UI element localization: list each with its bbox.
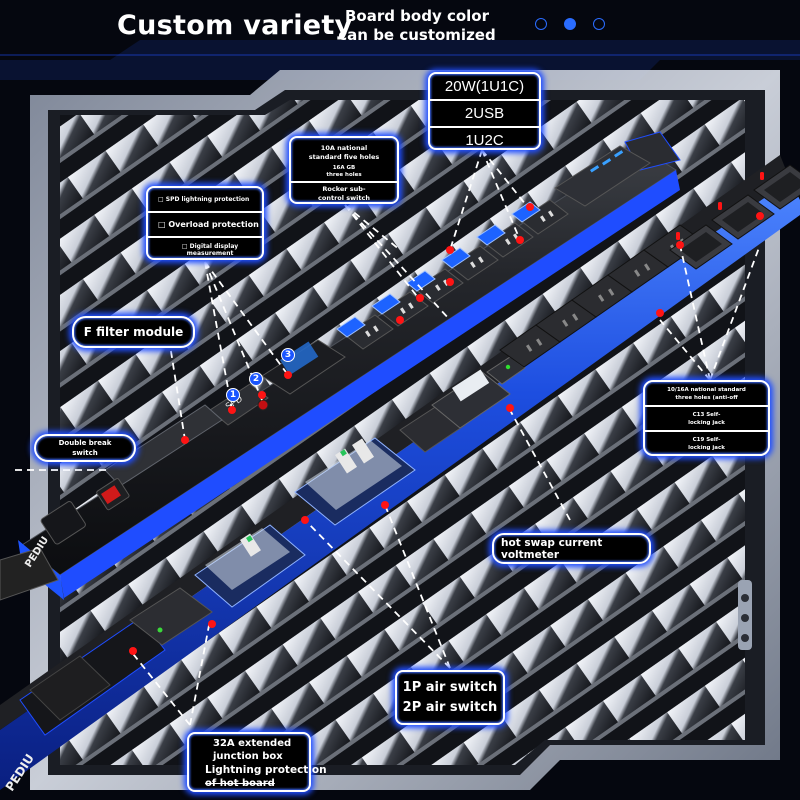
callout-hot-swap-voltmeter: hot swap current voltmeter [492, 533, 651, 564]
outlet [441, 245, 499, 281]
iec-jack-socket [680, 232, 722, 262]
iec-jack [753, 164, 800, 210]
marker-1: 1 [226, 388, 240, 402]
subtitle-line-1: Board body color [344, 7, 490, 25]
spec-row: 20W(1U1C) [430, 74, 539, 101]
carousel-dot-2-active[interactable] [564, 18, 576, 30]
outlet-hole [365, 330, 371, 338]
outlet [371, 291, 429, 327]
red-lock-pin [676, 232, 680, 240]
rocker-line: control switch [318, 194, 370, 202]
c19-row: C19 Self- locking jack [645, 432, 768, 455]
junction-line: junction box [213, 751, 283, 762]
socket-line: 10A national [320, 143, 368, 152]
iec-jack [711, 194, 775, 240]
callout-filter-module: F filter module [72, 316, 195, 348]
outlet-hole [562, 319, 569, 327]
red-lock-pin [718, 202, 722, 210]
outlet-hole [469, 261, 476, 269]
carousel-dots [535, 18, 605, 30]
iec-jack-socket [764, 172, 800, 202]
hot-swap-line: hot swap current [501, 536, 603, 549]
rocker-switch [406, 270, 436, 292]
marker-2: 2 [249, 372, 263, 386]
outlet-hole [477, 256, 484, 264]
outlet [476, 222, 534, 258]
carousel-dot-1[interactable] [535, 18, 547, 30]
rocker-line: Rocker sub- [322, 185, 366, 193]
page-title: Custom variety [117, 10, 353, 41]
outlet-hole [408, 302, 414, 310]
carousel-dot-3[interactable] [593, 18, 605, 30]
socket-line: three holes [326, 171, 362, 178]
callout-c13-c19: 10/16A national standard three holes (an… [643, 380, 770, 456]
air-switch-line: 1P air switch [402, 679, 498, 695]
red-markers [129, 203, 764, 655]
c19-line: C19 Self- [692, 436, 721, 443]
protection-row: □ SPD lightning protection [148, 188, 262, 213]
outlet-hole [572, 313, 579, 321]
callout-air-switch: 1P air switch 2P air switch [395, 670, 505, 725]
protection-row: □ Digital display measurement [181, 242, 239, 257]
hot-swap-line: voltmeter [501, 548, 560, 561]
rocker-switch [476, 224, 506, 246]
outlet-body [379, 291, 429, 327]
outlet [336, 314, 394, 350]
spec-row: 1U2C [465, 132, 504, 149]
outlet-hole [504, 238, 511, 246]
c13-line: 10/16A national standard [667, 386, 746, 393]
spec-row: 2USB [430, 101, 539, 128]
red-lock-pin [760, 172, 764, 180]
outlet-body [484, 222, 534, 258]
callout-usb-spec: 20W(1U1C) 2USB 1U2C [428, 72, 541, 150]
outlet-body [344, 314, 394, 350]
air-switch-line: 2P air switch [402, 699, 498, 715]
iec-jack [669, 224, 733, 270]
iec-jack-socket [722, 202, 764, 232]
callout-junction-box: 32A extended junction box Lightning prot… [187, 732, 327, 792]
callout-double-break: Double break switch [34, 434, 136, 462]
rocker-switch-row: Rocker sub- control switch [291, 183, 397, 205]
double-break-line: Double break [58, 439, 112, 447]
c13-line: locking jack [688, 419, 725, 426]
outlet-body [519, 199, 569, 235]
outlet-hole [373, 325, 379, 333]
protection-row: □ Overload protection [148, 213, 262, 238]
outlet-hole [536, 338, 543, 346]
c13-line: three holes (anti-off [675, 394, 738, 401]
outlet-body [449, 245, 499, 281]
subtitle-line-2: can be customized [338, 26, 496, 44]
junction-line: Lightning protection [205, 764, 327, 776]
rocker-switch [371, 293, 401, 315]
socket-line: standard five holes [308, 152, 380, 161]
c19-line: locking jack [688, 444, 725, 451]
outlet-hole [608, 288, 615, 296]
double-break-line: switch [72, 449, 98, 457]
outlet-hole [644, 263, 651, 271]
rocker-switch [336, 316, 366, 338]
junction-line: of hot board [205, 778, 275, 789]
page-subtitle: Board body color can be customized [337, 7, 497, 45]
outlet-hole [598, 294, 605, 302]
marker-3: 3 [281, 348, 295, 362]
rocker-switch [441, 247, 471, 269]
junction-title: 32A extended junction box [213, 737, 291, 763]
socket-line: 16A GB [332, 164, 356, 171]
socket-types-row: 10A national standard five holes 16A GB … [291, 138, 397, 183]
outlet-hole [540, 215, 546, 223]
outlet-hole [400, 307, 406, 315]
black-pdu-strip: SPD PEDIU [0, 131, 681, 601]
junction-line: 32A extended [213, 738, 292, 749]
outlet-hole [526, 344, 533, 352]
c13-row: 10/16A national standard three holes (an… [645, 382, 768, 407]
c13-row: C13 Self- locking jack [645, 407, 768, 432]
callout-protection: □ SPD lightning protection □ Overload pr… [146, 186, 264, 260]
outlet-hole [434, 284, 441, 292]
callout-sockets: 10A national standard five holes 16A GB … [289, 136, 399, 204]
outlet-hole [548, 210, 554, 218]
outlet-hole [634, 269, 641, 277]
c13-line: C13 Self- [692, 411, 721, 418]
blue-pdu-strip: PEDIU [0, 155, 800, 794]
